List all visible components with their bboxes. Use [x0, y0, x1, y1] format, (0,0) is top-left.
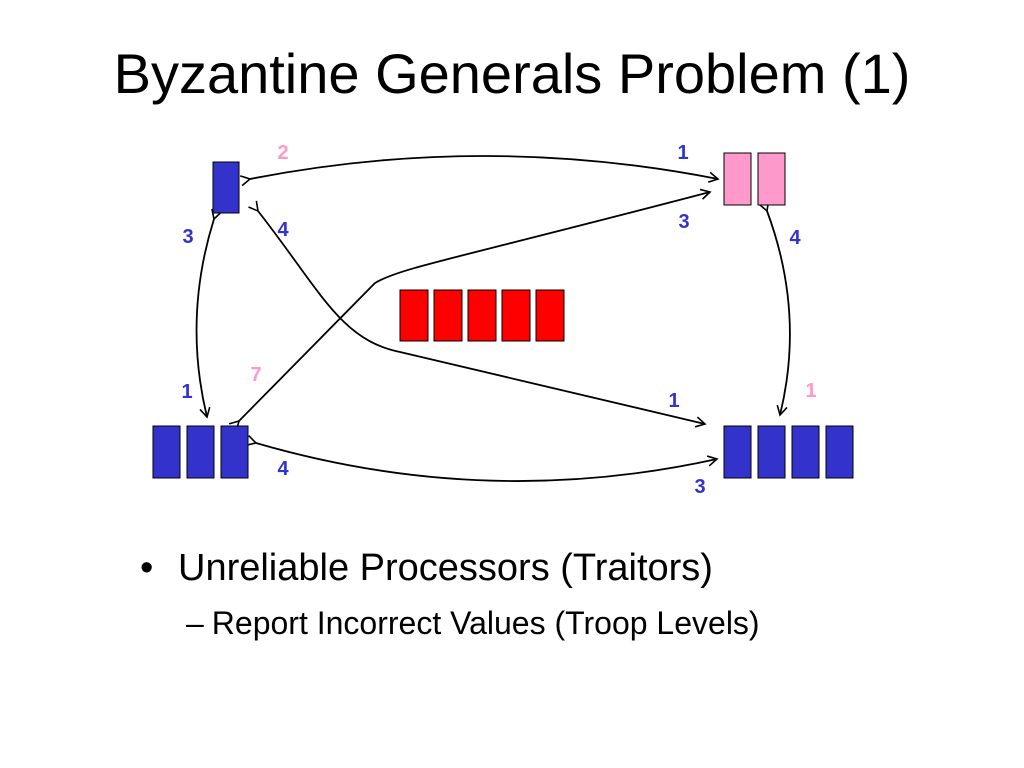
troop-box [757, 152, 786, 206]
edge-label: 1 [668, 390, 679, 412]
bullet-marker: • [140, 547, 154, 589]
troop-box [757, 425, 786, 479]
troop-box [723, 425, 752, 479]
troop-box [399, 289, 429, 342]
edge-label: 2 [277, 142, 288, 164]
troop-box [212, 161, 240, 214]
edge-label: 4 [277, 219, 289, 241]
troop-box [433, 289, 463, 342]
edge-label: 1 [181, 381, 192, 403]
slide-title: Byzantine Generals Problem (1) [113, 42, 911, 105]
general-top-right [723, 152, 786, 206]
edge-label: 3 [182, 226, 193, 248]
troop-box [535, 289, 565, 342]
general-bottom-right [723, 425, 854, 479]
general-top-left [212, 161, 240, 214]
sub-bullet-marker: – [186, 604, 204, 641]
commander-center [399, 289, 565, 342]
troop-box [791, 425, 820, 479]
edge-label: 3 [678, 211, 689, 233]
general-bottom-left [152, 425, 249, 479]
arrow-bottom-left-top-right [228, 188, 712, 432]
troop-box [186, 425, 215, 479]
bullet-item: • Unreliable Processors (Traitors) [140, 546, 760, 592]
sub-bullet-item: – Report Incorrect Values (Troop Levels) [186, 604, 760, 642]
edge-label: 4 [277, 458, 289, 480]
edge-label: 1 [677, 142, 688, 164]
edge-label: 3 [694, 476, 705, 498]
edge-label: 4 [789, 227, 801, 249]
arrow-top-left-top-right [239, 155, 720, 187]
troop-box [220, 425, 249, 479]
arrow-top-right-bottom-right [758, 200, 791, 417]
troop-box [152, 425, 181, 479]
bullet-text: Unreliable Processors (Traitors) [178, 547, 713, 589]
arrow-top-left-bottom-left [195, 208, 223, 419]
troop-box [825, 425, 854, 479]
arrow-bottom-left-bottom-right [245, 435, 719, 482]
troop-box [501, 289, 531, 342]
edge-label: 1 [805, 380, 816, 402]
edge-label: 7 [250, 364, 261, 386]
troop-box [723, 152, 752, 206]
sub-bullet-text: Report Incorrect Values (Troop Levels) [211, 604, 760, 641]
troop-box [467, 289, 497, 342]
bullet-list: • Unreliable Processors (Traitors) – Rep… [140, 546, 760, 642]
